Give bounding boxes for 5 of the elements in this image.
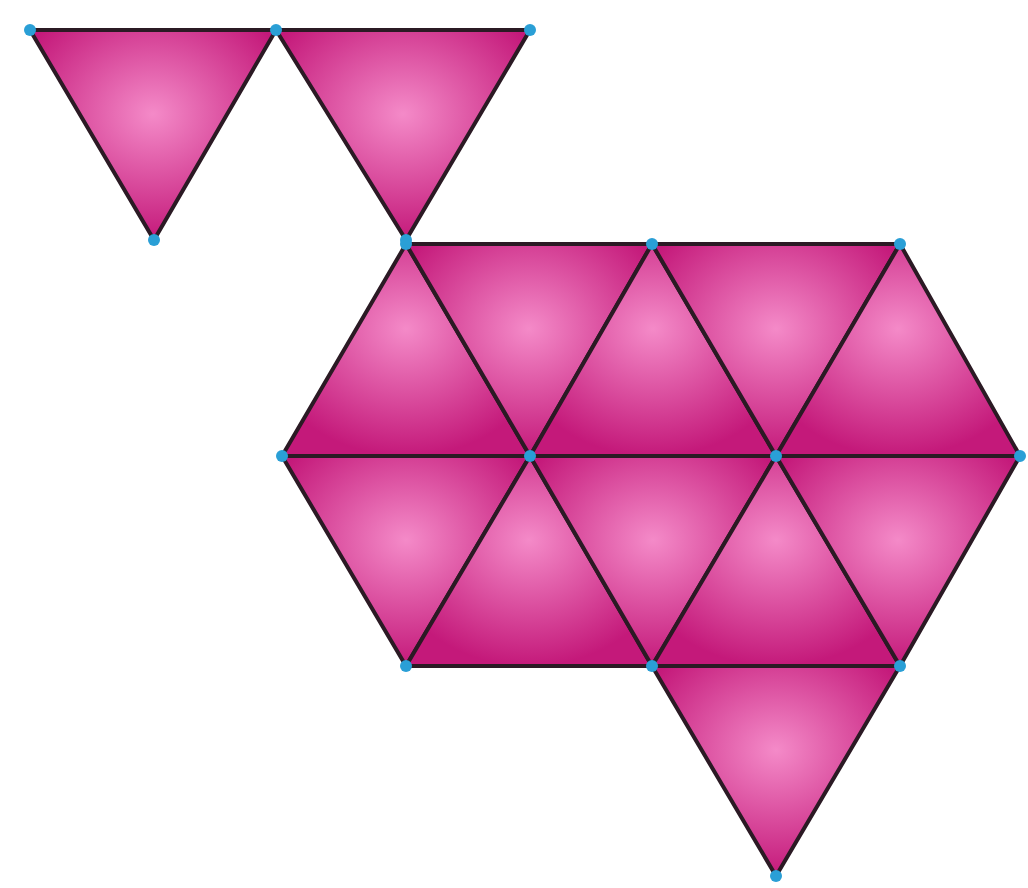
triangle [774,242,1022,458]
triangle [28,28,278,242]
triangle [650,664,902,878]
triangle [274,28,532,242]
triangle [774,454,1022,668]
